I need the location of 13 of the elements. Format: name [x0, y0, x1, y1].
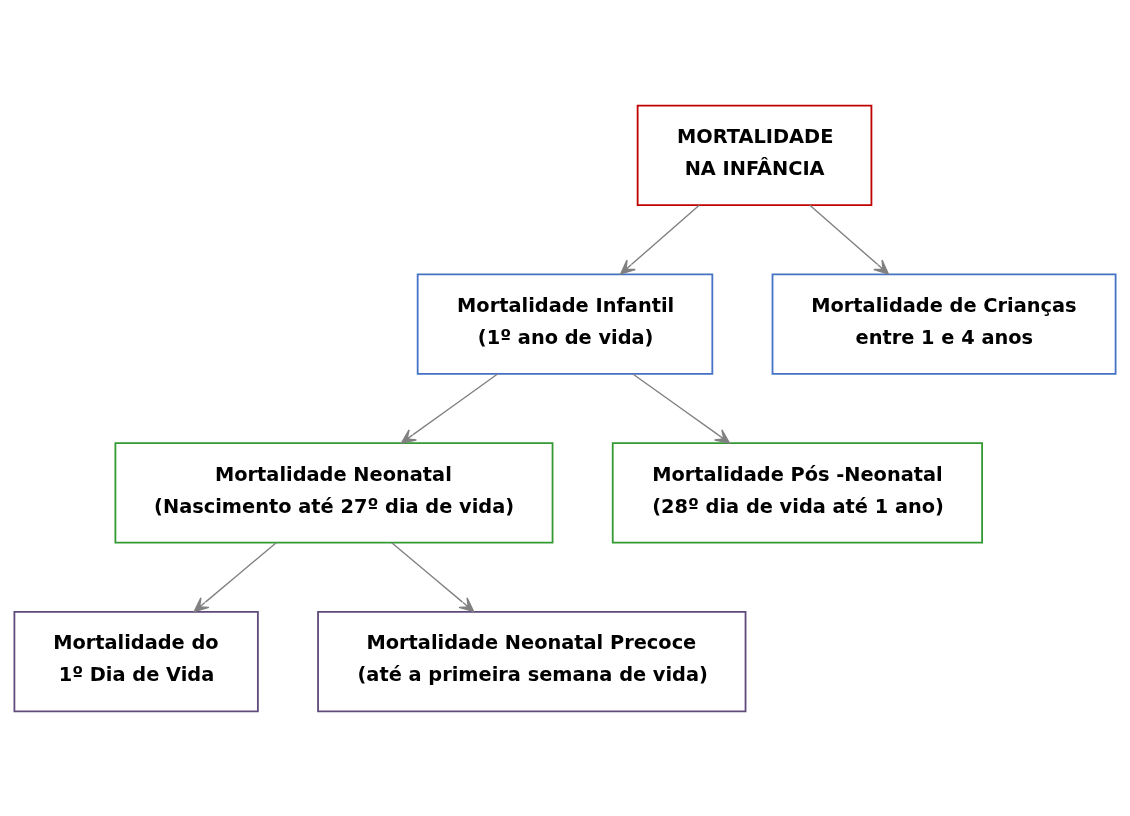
- arrow: [400, 372, 499, 444]
- arrow: [809, 204, 890, 275]
- node-box: Mortalidade de Crianças entre 1 e 4 anos: [771, 272, 1117, 375]
- node-box: Mortalidade Infantil (1º ano de vida): [416, 272, 714, 375]
- node-box: Mortalidade Pós -Neonatal (28º dia de vida até 1 ano): [611, 441, 983, 544]
- arrow: [391, 541, 475, 612]
- arrow: [632, 372, 731, 444]
- node-box: MORTALIDADE NA INFÂNCIA: [636, 104, 873, 206]
- node-box: Mortalidade Neonatal (Nascimento até 27º dia de vida): [114, 441, 554, 544]
- node-box: Mortalidade Neonatal Precoce (até a primeira semana de vida): [317, 610, 747, 712]
- arrow: [620, 204, 700, 275]
- node-box: Mortalidade do 1º Dia de Vida: [13, 610, 259, 712]
- arrow: [193, 541, 277, 612]
